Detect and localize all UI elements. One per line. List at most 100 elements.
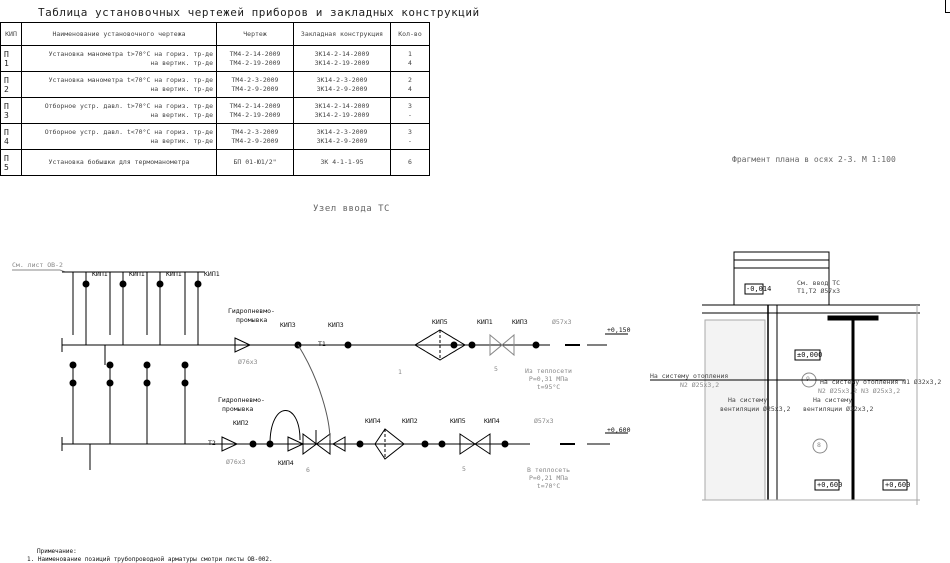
pipe-size-label: Ø57х3 (552, 318, 572, 326)
kip-point (438, 440, 446, 448)
plan-title: Фрагмент плана в осях 2-3. М 1:100 (732, 155, 896, 164)
kip-label: КИП4 (278, 459, 294, 467)
ref-sheet-label: См. лист ОВ-2 (12, 261, 63, 269)
cell-drawing: БП 01-Ю1/2" (216, 149, 294, 176)
ventilation-label: На систему (728, 396, 768, 404)
reducer-icon (234, 337, 252, 353)
cell-name-2: на вертик. тр-де (150, 110, 213, 119)
table-row: П 4 Отборное устр. давл. t<70°C на гориз… (0, 123, 430, 150)
room-number: 8 (817, 441, 821, 449)
cell-drawing-2: ТМ4-2-9-2009 (231, 136, 279, 145)
source-label: В теплосеть Р=0,21 МПа t=70°C (527, 466, 570, 490)
cell-drawing-2: ТМ4-2-19-2009 (229, 58, 281, 67)
heating-label: На систему отопления N1 Ø32х3,2 (820, 378, 942, 386)
cell-embed-2: ЗК14-2-19-2009 (314, 58, 370, 67)
kip-label: КИП1 (204, 270, 220, 278)
kip-label: КИП4 (484, 417, 500, 425)
cell-qty: 3 (408, 101, 412, 110)
cell-drawing: ТМ4-2-14-2009 (229, 101, 281, 110)
cell-embed: ЗК 4-1-1-95 (293, 149, 391, 176)
item-number: 1 (398, 368, 402, 376)
branch-kip-points (69, 280, 202, 387)
valve-icon (489, 333, 515, 357)
cell-drawing: ТМ4-2-14-2009 (229, 49, 281, 58)
cell-qty-2: - (408, 110, 412, 119)
pipe-size-label: Ø76х3 (226, 458, 246, 466)
cell-drawing-2: ТМ4-2-9-2009 (231, 84, 279, 93)
cell-drawing: ТМ4-2-3-2009 (231, 75, 279, 84)
connection-curve (297, 344, 331, 441)
cell-embed: ЗК14-2-3-2009 (316, 75, 368, 84)
hydro-flush-label: промывка (222, 405, 254, 413)
cell-name: Установка бобышки для термоманометра (21, 149, 217, 176)
cell-name: Отборное устр. давл. t>70°C на гориз. тр… (44, 101, 213, 110)
pipe-size-label: Ø76х3 (238, 358, 258, 366)
cell-embed-2: ЗК14-2-9-2009 (316, 136, 368, 145)
item-number: 6 (306, 466, 310, 474)
cell-kip: П 5 (0, 149, 22, 176)
cell-qty: 2 (408, 75, 412, 84)
cell-qty: 6 (390, 149, 430, 176)
cell-name: Отборное устр. давл. t<70°C на гориз. тр… (44, 127, 213, 136)
room-number: 9 (806, 375, 810, 383)
kip-point (532, 341, 540, 349)
cell-qty: 1 (408, 49, 412, 58)
note-title: Примечание: (37, 548, 77, 555)
table-row: П 2 Установка манометра t<70°C на гориз.… (0, 71, 430, 98)
cell-embed: ЗК14-2-14-2009 (314, 101, 370, 110)
source-line: t=95°C (536, 383, 561, 391)
supply-branches (72, 272, 199, 345)
heating-label: N2 Ø25х3,2 (680, 381, 720, 389)
col-embed: Закладная конструкция (293, 22, 391, 46)
kip-point (249, 440, 257, 448)
return-branches (72, 345, 186, 470)
table-title: Таблица установочных чертежей приборов и… (38, 6, 480, 19)
cell-qty: 3 (408, 127, 412, 136)
col-name: Наименование установочного чертежа (21, 22, 217, 46)
elevation-label: +0,600 (607, 426, 631, 434)
riser-note: См. ввод ТС (797, 279, 841, 287)
kip-point (468, 341, 476, 349)
pipe-size-label: Ø57х3 (534, 417, 554, 425)
table-row: П 5 Установка бобышки для термоманометра… (0, 149, 430, 176)
cell-name-2: на вертик. тр-де (150, 58, 213, 67)
reducer-icon (221, 436, 239, 452)
strainer-icon (374, 428, 405, 460)
elevation-label: -0,014 (746, 285, 772, 293)
kip-point (344, 341, 352, 349)
cell-embed: ЗК14-2-3-2009 (316, 127, 368, 136)
kip-point (450, 341, 458, 349)
valve-icon (459, 433, 491, 455)
kip-label: КИП3 (328, 321, 344, 329)
kip-label: КИП3 (280, 321, 296, 329)
col-qty: Кол-во (390, 22, 430, 46)
kip-label: КИП2 (233, 419, 249, 427)
elevation-label: +0,150 (607, 326, 631, 334)
kip-label: КИП1 (92, 270, 108, 278)
kip-label: КИП5 (450, 417, 466, 425)
cell-name-2: на вертик. тр-де (150, 136, 213, 145)
kip-label: КИП3 (512, 318, 528, 326)
cell-embed: ЗК14-2-14-2009 (314, 49, 370, 58)
heating-label: N2 Ø25х3,2 N3 Ø25х3,2 (818, 387, 901, 395)
source-label: Из теплосети Р=0,31 МПа t=95°C (525, 367, 572, 391)
source-line: Р=0,21 МПа (528, 474, 569, 482)
source-line: Р=0,31 МПа (528, 375, 569, 383)
hydro-flush-label: Гидропневмо- (218, 396, 265, 404)
source-line: Из теплосети (525, 367, 572, 375)
source-line: В теплосеть (527, 466, 571, 474)
elevation-label: +0,600 (817, 481, 843, 489)
reducer-icon (332, 436, 346, 452)
kip-point (501, 440, 509, 448)
bypass-loop (269, 410, 301, 445)
pipe-mark: Т1 (318, 340, 326, 348)
cell-name: Установка манометра t>70°C на гориз. тр-… (48, 49, 213, 58)
frame-corner (945, 0, 950, 13)
pipe-mark: Т2 (208, 439, 216, 447)
kip-point (356, 440, 364, 448)
cell-name: Установка манометра t<70°C на гориз. тр-… (48, 75, 213, 84)
strainer-icon (414, 329, 466, 361)
cell-qty-2: 4 (408, 84, 412, 93)
kip-label: КИП2 (402, 417, 418, 425)
